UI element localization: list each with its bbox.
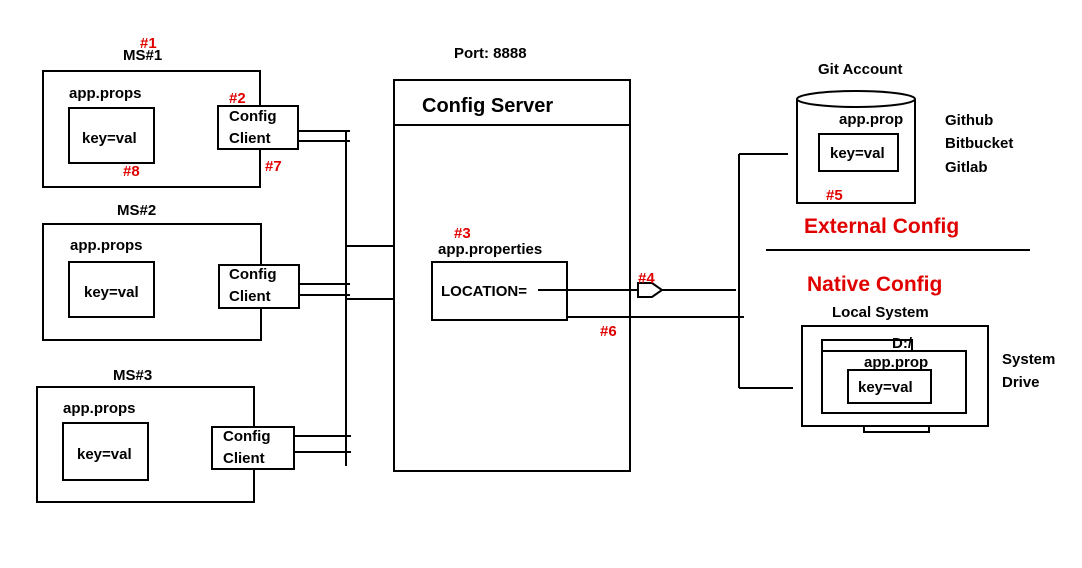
ms2-client-line2: Client xyxy=(229,288,271,305)
ms3-config-client-box xyxy=(211,426,295,470)
git-title: Git Account xyxy=(818,61,902,78)
git-account: Git Account app.prop key=val Github Bitb… xyxy=(796,61,1013,204)
marker-2: #2 xyxy=(229,90,246,107)
local-side-line1: System xyxy=(1002,351,1055,368)
ms3-client-line2: Client xyxy=(223,450,265,467)
microservice-1: MS#1 app.props key=val Config Client xyxy=(42,47,299,188)
monitor-stand-icon xyxy=(863,425,930,433)
external-config-label: External Config xyxy=(804,215,959,238)
marker-4: #4 xyxy=(638,270,655,287)
git-prop-label: app.prop xyxy=(839,111,903,128)
local-title: Local System xyxy=(832,304,929,321)
ms3-client-line1: Config xyxy=(223,428,270,445)
local-side-line2: Drive xyxy=(1002,374,1040,391)
marker-5: #5 xyxy=(826,187,843,204)
ms3-title: MS#3 xyxy=(113,367,152,384)
local-system: Local System D:/ app.prop key=val System… xyxy=(801,304,1055,433)
port-label: Port: 8888 xyxy=(454,45,527,62)
local-prop-label: app.prop xyxy=(864,354,928,371)
git-cylinder-top-icon xyxy=(796,90,916,108)
ms1-client-line2: Client xyxy=(229,130,271,147)
source-connectors xyxy=(538,153,793,389)
server-props-label: app.properties xyxy=(438,241,542,258)
microservice-2: MS#2 app.props key=val Config Client xyxy=(42,202,300,341)
marker-6: #6 xyxy=(600,323,617,340)
ms3-kv: key=val xyxy=(77,446,132,463)
ms1-kv: key=val xyxy=(82,130,137,147)
ms3-props-label: app.props xyxy=(63,400,136,417)
ms1-kv-box xyxy=(68,107,155,164)
ms2-kv: key=val xyxy=(84,284,139,301)
microservice-3: MS#3 app.props key=val Config Client xyxy=(36,367,295,503)
git-kv: key=val xyxy=(830,145,885,162)
ms2-client-line1: Config xyxy=(229,266,276,283)
ms1-client-line1: Config xyxy=(229,108,276,125)
git-kv-box xyxy=(818,133,899,172)
ms2-kv-box xyxy=(68,261,155,318)
local-kv-box xyxy=(847,369,932,404)
ms2-title: MS#2 xyxy=(117,202,156,219)
ms1-config-client-box xyxy=(217,105,299,150)
marker-1: #1 xyxy=(140,35,157,52)
marker-7: #7 xyxy=(265,158,282,175)
marker-8: #8 xyxy=(123,163,140,180)
step-markers: #1 #2 #3 #4 #5 #6 #7 #8 xyxy=(123,35,843,340)
git-cylinder-body-icon xyxy=(796,99,916,204)
git-provider-1: Github xyxy=(945,112,993,129)
ms2-config-client-box xyxy=(218,264,300,309)
ms3-kv-box xyxy=(62,422,149,481)
ms1-props-label: app.props xyxy=(69,85,142,102)
config-server: Port: 8888 Config Server app.properties … xyxy=(393,45,631,472)
drive-label: D:/ xyxy=(892,335,913,352)
config-server-title: Config Server xyxy=(422,95,553,117)
location-label: LOCATION= xyxy=(441,283,527,300)
ms1-title: MS#1 xyxy=(123,47,162,64)
ms2-props-label: app.props xyxy=(70,237,143,254)
git-provider-2: Bitbucket xyxy=(945,135,1013,152)
marker-3: #3 xyxy=(454,225,471,242)
local-kv: key=val xyxy=(858,379,913,396)
git-provider-3: Gitlab xyxy=(945,159,988,176)
native-config-label: Native Config xyxy=(807,273,942,296)
arrow-icon xyxy=(637,282,664,298)
